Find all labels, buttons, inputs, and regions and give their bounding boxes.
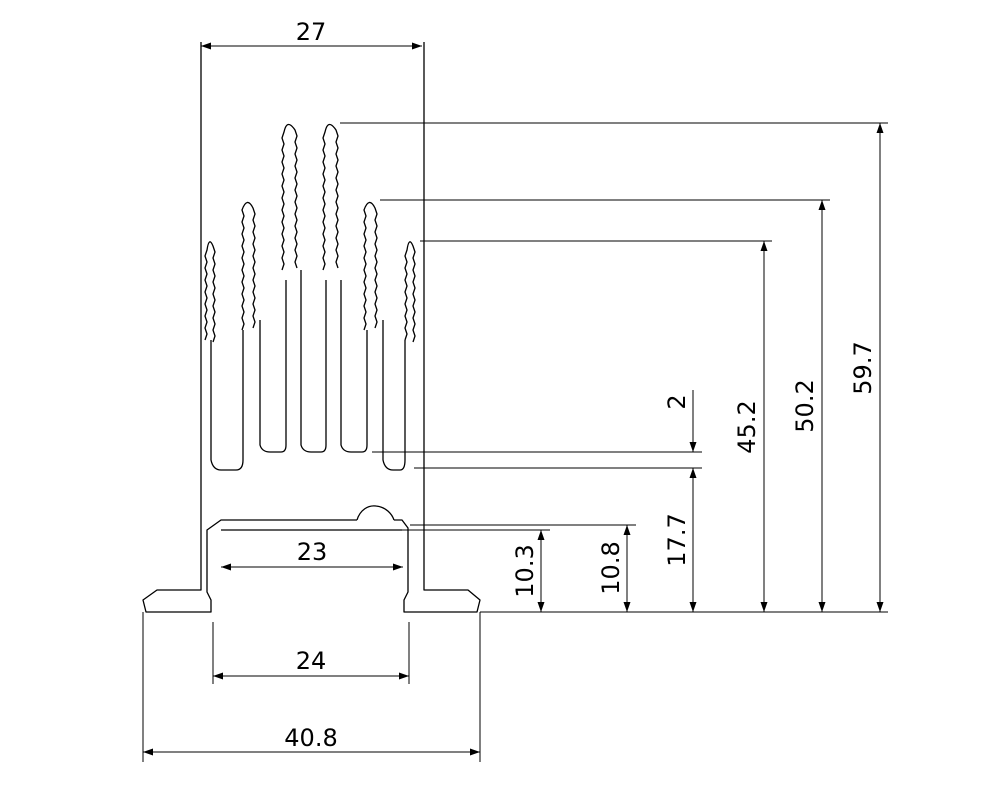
bump-outline	[356, 505, 395, 521]
dim-label-45-2: 45.2	[733, 400, 761, 453]
dim-label-59-7: 59.7	[849, 341, 877, 394]
dimension-lines	[143, 42, 884, 756]
fins-lower	[210, 270, 406, 471]
extension-lines	[142, 122, 888, 762]
left-wall-outline	[142, 42, 357, 613]
dim-label-27: 27	[296, 18, 327, 46]
dim-label-2: 2	[663, 394, 691, 409]
dim-label-10-8: 10.8	[597, 541, 625, 594]
heatsink-profile	[142, 42, 481, 613]
base-top-right	[394, 42, 481, 613]
fin-serrations	[204, 123, 416, 343]
dim-label-50-2: 50.2	[791, 379, 819, 432]
dim-label-17-7: 17.7	[663, 513, 691, 566]
dim-label-40-8: 40.8	[284, 724, 337, 752]
dim-label-23: 23	[297, 538, 328, 566]
dimension-labels: 27 23 24 40.8 10.3 10.8 17.7 2 45.2 50.2…	[284, 18, 877, 752]
dim-label-24: 24	[296, 647, 327, 675]
dim-label-10-3: 10.3	[511, 544, 539, 597]
